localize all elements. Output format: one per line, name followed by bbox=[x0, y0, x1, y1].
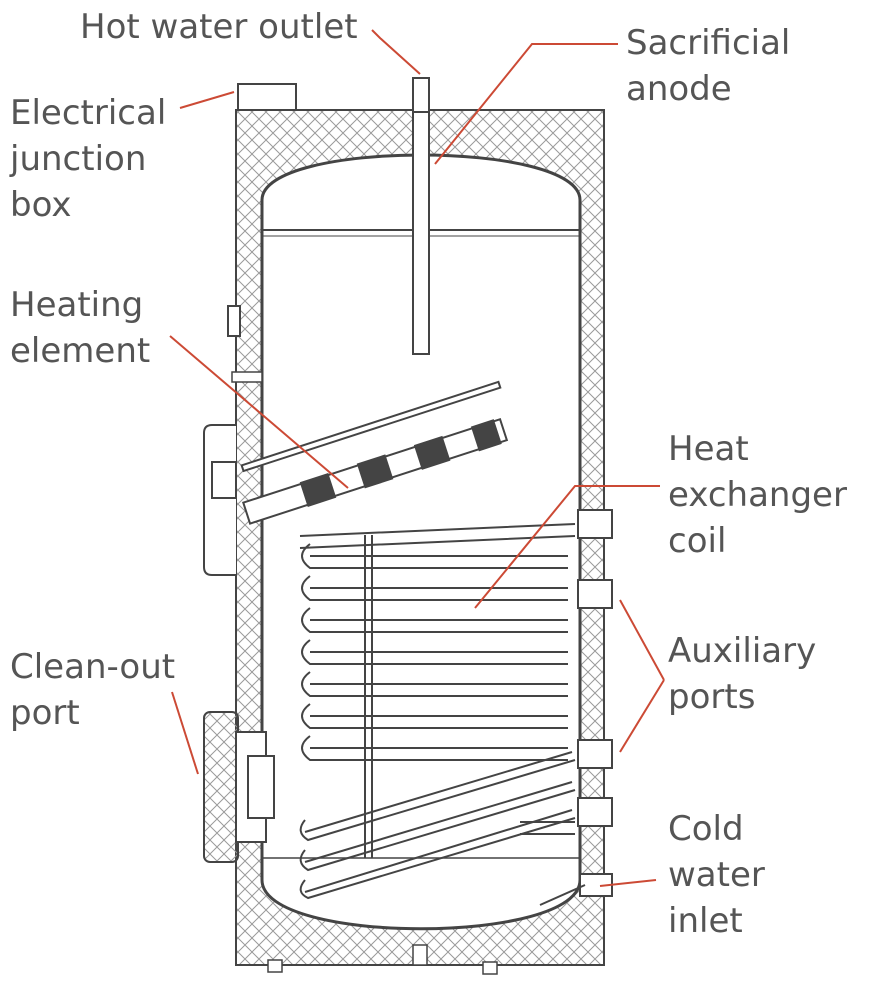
anode-rod bbox=[412, 111, 430, 355]
label-cold-water-inlet: Cold water inlet bbox=[668, 809, 765, 941]
label-heating-element: Heating element bbox=[10, 285, 151, 371]
label-sacrificial-anode: Sacrificial anode bbox=[626, 23, 791, 109]
leader-heating-element bbox=[169, 335, 349, 489]
label-clean-out-port: Clean-out port bbox=[10, 647, 176, 733]
heating-element-housing bbox=[203, 424, 236, 576]
leader-auxiliary-ports-lower bbox=[619, 679, 665, 753]
leader-cold-water-inlet bbox=[599, 879, 657, 887]
leader-clean-out-port bbox=[171, 691, 199, 775]
clean-out-port-cover bbox=[203, 711, 239, 863]
hot-water-outlet-pipe bbox=[412, 77, 430, 113]
heating-element bbox=[240, 380, 509, 525]
leader-heat-exchanger-coil bbox=[474, 485, 660, 609]
leader-electrical-junction-box bbox=[179, 91, 235, 109]
auxiliary-ports bbox=[577, 509, 613, 827]
label-electrical-junction-box: Electrical junction box bbox=[10, 93, 167, 225]
label-heat-exchanger-coil: Heat exchanger coil bbox=[668, 429, 847, 561]
label-hot-water-outlet: Hot water outlet bbox=[80, 7, 358, 47]
heat-exchanger-coil bbox=[299, 523, 576, 900]
leader-sacrificial-anode bbox=[434, 43, 618, 165]
leader-hot-water-outlet bbox=[371, 29, 421, 75]
junction-box bbox=[237, 83, 297, 111]
label-auxiliary-ports: Auxiliary ports bbox=[668, 631, 817, 717]
leader-auxiliary-ports-upper bbox=[619, 599, 665, 681]
